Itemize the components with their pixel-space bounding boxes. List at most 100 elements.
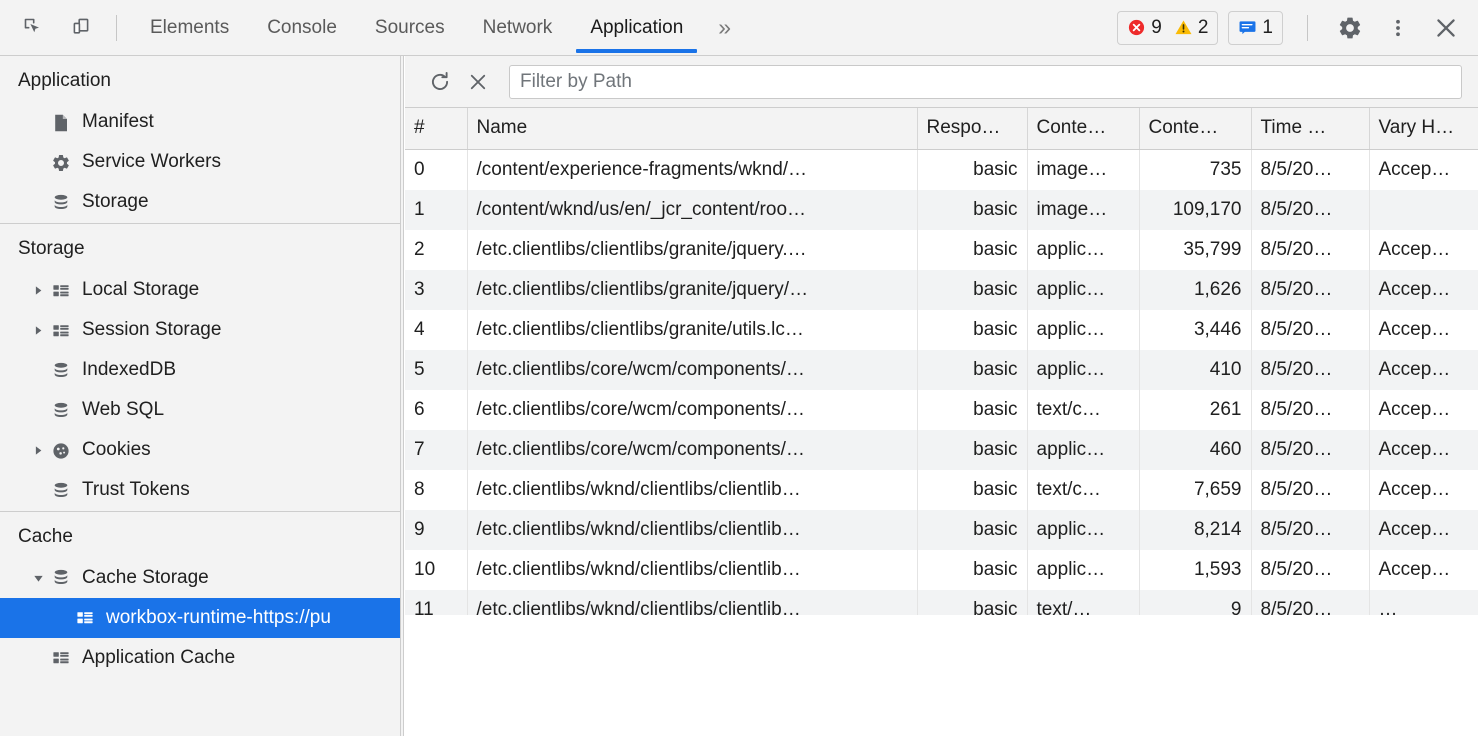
cell-content-type: applic… (1027, 430, 1139, 470)
table-header-row: # Name Respo… Conte… Conte… Time … Vary … (405, 108, 1478, 149)
cell-response-type: basic (917, 470, 1027, 510)
sidebar-item-trust-tokens[interactable]: Trust Tokens (0, 471, 400, 511)
sidebar-item-service-workers[interactable]: Service Workers (0, 143, 400, 183)
tab-elements[interactable]: Elements (131, 0, 248, 55)
cell-vary-header: Accep… (1369, 550, 1478, 590)
kebab-menu-icon[interactable] (1378, 8, 1418, 48)
application-sidebar[interactable]: ApplicationManifestService WorkersStorag… (0, 56, 400, 736)
sidebar-item-web-sql[interactable]: Web SQL (0, 391, 400, 431)
sidebar-item-application-cache[interactable]: Application Cache (0, 638, 400, 678)
chevron-down-icon[interactable] (30, 573, 46, 584)
chevron-right-icon[interactable] (30, 285, 46, 296)
column-header-index[interactable]: # (405, 108, 467, 149)
table-icon (48, 281, 74, 301)
table-row[interactable]: 2/etc.clientlibs/clientlibs/granite/jque… (405, 230, 1478, 270)
messages-counter[interactable]: 1 (1228, 11, 1283, 45)
cell-index: 6 (405, 390, 467, 430)
sidebar-section-title: Cache (0, 512, 400, 559)
cell-name: /etc.clientlibs/core/wcm/components/… (467, 430, 917, 470)
message-count: 1 (1262, 18, 1273, 37)
chevron-right-icon[interactable] (30, 325, 46, 336)
sidebar-item-session-storage[interactable]: Session Storage (0, 311, 400, 351)
device-toolbar-icon[interactable] (62, 8, 102, 48)
chevron-right-icon[interactable] (30, 445, 46, 456)
column-header-content-length[interactable]: Conte… (1139, 108, 1251, 149)
cell-content-type: applic… (1027, 270, 1139, 310)
cell-time-cached: 8/5/20… (1251, 510, 1369, 550)
error-icon (1127, 18, 1146, 37)
sidebar-item-workbox-runtime-https-pu[interactable]: workbox-runtime-https://pu (0, 598, 400, 638)
table-row[interactable]: 4/etc.clientlibs/clientlibs/granite/util… (405, 310, 1478, 350)
cell-content-length: 8,214 (1139, 510, 1251, 550)
cell-index: 4 (405, 310, 467, 350)
delete-selected-icon[interactable] (459, 63, 497, 101)
sidebar-section-application: ApplicationManifestService WorkersStorag… (0, 56, 400, 223)
sidebar-item-cookies[interactable]: Cookies (0, 431, 400, 471)
cell-name: /etc.clientlibs/core/wcm/components/… (467, 390, 917, 430)
cell-name: /etc.clientlibs/wknd/clientlibs/clientli… (467, 550, 917, 590)
cell-vary-header: Accep… (1369, 430, 1478, 470)
gear-icon[interactable] (1330, 8, 1370, 48)
table-row[interactable]: 0/content/experience-fragments/wknd/…bas… (405, 149, 1478, 190)
column-header-name[interactable]: Name (467, 108, 917, 149)
column-header-time-cached[interactable]: Time … (1251, 108, 1369, 149)
cache-entries-grid[interactable]: # Name Respo… Conte… Conte… Time … Vary … (405, 108, 1478, 655)
table-row[interactable]: 3/etc.clientlibs/clientlibs/granite/jque… (405, 270, 1478, 310)
column-header-response-type[interactable]: Respo… (917, 108, 1027, 149)
cell-content-length: 109,170 (1139, 190, 1251, 230)
cell-content-type: image… (1027, 190, 1139, 230)
tab-network[interactable]: Network (464, 0, 572, 55)
cell-index: 2 (405, 230, 467, 270)
cell-index: 0 (405, 149, 467, 190)
sidebar-item-label: Application Cache (82, 647, 235, 670)
cell-time-cached: 8/5/20… (1251, 550, 1369, 590)
cell-vary-header: Accep… (1369, 230, 1478, 270)
manifest-file-icon (48, 113, 74, 133)
cell-content-length: 7,659 (1139, 470, 1251, 510)
sidebar-item-cache-storage[interactable]: Cache Storage (0, 558, 400, 598)
tab-console[interactable]: Console (248, 0, 356, 55)
table-row[interactable]: 5/etc.clientlibs/core/wcm/components/…ba… (405, 350, 1478, 390)
table-row[interactable]: 8/etc.clientlibs/wknd/clientlibs/clientl… (405, 470, 1478, 510)
panel-splitter[interactable] (400, 56, 404, 736)
issues-counter[interactable]: 9 2 (1117, 11, 1218, 45)
table-row[interactable]: 1/content/wknd/us/en/_jcr_content/roo…ba… (405, 190, 1478, 230)
table-row[interactable]: 6/etc.clientlibs/core/wcm/components/…ba… (405, 390, 1478, 430)
sidebar-item-label: Web SQL (82, 399, 164, 422)
more-tabs-icon[interactable]: » (702, 0, 747, 55)
cell-content-length: 1,593 (1139, 550, 1251, 590)
sidebar-item-label: Cache Storage (82, 567, 209, 590)
database-icon (48, 361, 74, 381)
column-header-vary-header[interactable]: Vary H… (1369, 108, 1478, 149)
cell-response-type: basic (917, 350, 1027, 390)
column-header-content-type[interactable]: Conte… (1027, 108, 1139, 149)
sidebar-item-storage[interactable]: Storage (0, 183, 400, 223)
tab-application[interactable]: Application (571, 0, 702, 55)
cell-name: /etc.clientlibs/core/wcm/components/… (467, 350, 917, 390)
sidebar-item-indexeddb[interactable]: IndexedDB (0, 351, 400, 391)
cell-content-type: applic… (1027, 510, 1139, 550)
filter-by-path-input[interactable] (509, 65, 1462, 99)
error-counter[interactable]: 9 (1127, 18, 1162, 37)
table-row[interactable]: 7/etc.clientlibs/core/wcm/components/…ba… (405, 430, 1478, 470)
table-row[interactable]: 9/etc.clientlibs/wknd/clientlibs/clientl… (405, 510, 1478, 550)
sidebar-item-manifest[interactable]: Manifest (0, 103, 400, 143)
refresh-icon[interactable] (421, 63, 459, 101)
cell-name: /etc.clientlibs/clientlibs/granite/jquer… (467, 270, 917, 310)
warning-counter[interactable]: 2 (1174, 18, 1209, 37)
message-counter[interactable]: 1 (1238, 18, 1273, 37)
cell-index: 10 (405, 550, 467, 590)
cell-name: /etc.clientlibs/clientlibs/granite/jquer… (467, 230, 917, 270)
cell-content-type: text/c… (1027, 390, 1139, 430)
table-header: # Name Respo… Conte… Conte… Time … Vary … (405, 108, 1478, 149)
cell-time-cached: 8/5/20… (1251, 350, 1369, 390)
table-row[interactable]: 10/etc.clientlibs/wknd/clientlibs/client… (405, 550, 1478, 590)
cell-content-length: 410 (1139, 350, 1251, 390)
cell-vary-header: Accep… (1369, 310, 1478, 350)
tab-sources[interactable]: Sources (356, 0, 464, 55)
cell-name: /content/experience-fragments/wknd/… (467, 149, 917, 190)
cell-content-length: 460 (1139, 430, 1251, 470)
inspect-element-icon[interactable] (14, 8, 54, 48)
close-icon[interactable] (1426, 8, 1466, 48)
sidebar-item-local-storage[interactable]: Local Storage (0, 271, 400, 311)
